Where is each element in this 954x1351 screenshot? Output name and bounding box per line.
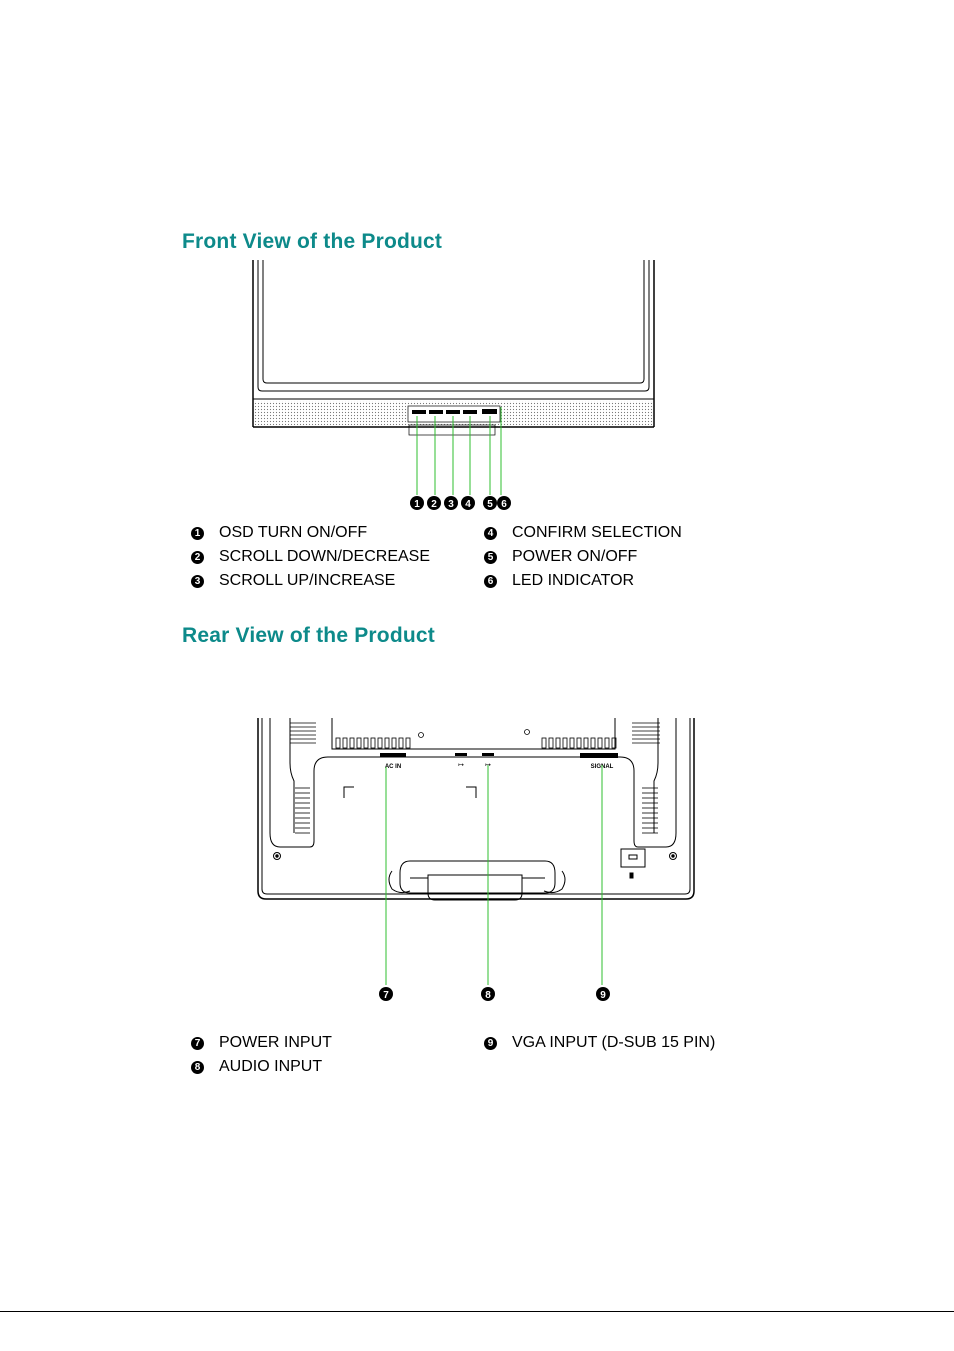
rear-center-slots bbox=[335, 729, 617, 749]
rear-legend-item: 9 VGA INPUT (D-SUB 15 PIN) bbox=[484, 1033, 715, 1053]
svg-text:↦: ↦ bbox=[458, 762, 464, 769]
callout-3: 3 bbox=[444, 496, 458, 510]
stand-hinge bbox=[388, 860, 566, 901]
legend-label: VGA INPUT (D-SUB 15 PIN) bbox=[512, 1034, 716, 1051]
front-legend-item: 1 OSD TURN ON/OFF bbox=[191, 523, 367, 543]
svg-text:2: 2 bbox=[431, 499, 437, 510]
callout-9: 9 bbox=[596, 987, 610, 1001]
front-view-diagram: 1 2 3 4 5 6 bbox=[252, 260, 655, 510]
legend-label: OSD TURN ON/OFF bbox=[219, 524, 368, 541]
svg-text:5: 5 bbox=[487, 499, 493, 510]
svg-text:4: 4 bbox=[465, 499, 471, 510]
callout-1: 1 bbox=[410, 496, 424, 510]
legend-number: 4 bbox=[484, 526, 497, 540]
footer-divider bbox=[0, 1311, 954, 1312]
legend-label: CONFIRM SELECTION bbox=[512, 524, 682, 541]
rear-legend-item: 8 AUDIO INPUT bbox=[191, 1057, 322, 1077]
monitor-rear-outline bbox=[257, 718, 695, 900]
rear-callout-numbers: 7 8 9 bbox=[379, 987, 610, 1001]
legend-label: SCROLL UP/INCREASE bbox=[219, 572, 396, 589]
front-legend-item: 4 CONFIRM SELECTION bbox=[484, 523, 682, 543]
ac-in-label: AC IN bbox=[385, 764, 401, 770]
rear-view-title: Rear View of the Product bbox=[182, 624, 435, 647]
svg-text:7: 7 bbox=[383, 990, 389, 1001]
legend-number: 5 bbox=[484, 550, 497, 564]
rear-legend-item: 7 POWER INPUT bbox=[191, 1033, 332, 1053]
svg-text:9: 9 bbox=[600, 990, 606, 1001]
front-legend-item: 5 POWER ON/OFF bbox=[484, 547, 637, 567]
rear-callout-lines bbox=[385, 765, 603, 985]
monitor-front-outline bbox=[252, 260, 655, 428]
screws bbox=[273, 852, 677, 860]
svg-text:6: 6 bbox=[501, 499, 507, 510]
legend-number: 7 bbox=[191, 1036, 204, 1050]
rear-vents bbox=[290, 722, 660, 834]
legend-label: POWER ON/OFF bbox=[512, 548, 638, 565]
callout-5: 5 bbox=[483, 496, 497, 510]
front-legend-item: 2 SCROLL DOWN/DECREASE bbox=[191, 547, 430, 567]
front-view-title: Front View of the Product bbox=[182, 230, 443, 253]
kensington-lock bbox=[620, 848, 646, 879]
svg-text:1: 1 bbox=[414, 499, 420, 510]
callout-2: 2 bbox=[427, 496, 441, 510]
rear-ports: AC IN ↦ ↦ SIGNAL bbox=[380, 753, 618, 770]
front-legend-item: 3 SCROLL UP/INCREASE bbox=[191, 571, 395, 591]
legend-number: 6 bbox=[484, 574, 497, 588]
svg-text:8: 8 bbox=[485, 990, 491, 1001]
rear-view-diagram: AC IN ↦ ↦ SIGNAL 7 8 9 bbox=[257, 718, 695, 1001]
legend-label: AUDIO INPUT bbox=[219, 1058, 323, 1075]
legend-number: 9 bbox=[484, 1036, 497, 1050]
front-button-panel bbox=[407, 405, 501, 436]
legend-label: LED INDICATOR bbox=[512, 572, 635, 589]
svg-text:3: 3 bbox=[448, 499, 454, 510]
mount-corners bbox=[343, 786, 477, 798]
callout-4: 4 bbox=[461, 496, 475, 510]
legend-number: 3 bbox=[191, 574, 204, 588]
callout-6: 6 bbox=[497, 496, 511, 510]
callout-8: 8 bbox=[481, 987, 495, 1001]
legend-number: 2 bbox=[191, 550, 204, 564]
legend-label: POWER INPUT bbox=[219, 1034, 332, 1051]
legend-label: SCROLL DOWN/DECREASE bbox=[219, 548, 430, 565]
callout-7: 7 bbox=[379, 987, 393, 1001]
front-callout-numbers: 1 2 3 4 5 6 bbox=[410, 496, 511, 510]
legend-number: 8 bbox=[191, 1060, 204, 1074]
front-legend-item: 6 LED INDICATOR bbox=[484, 571, 634, 591]
legend-number: 1 bbox=[191, 526, 204, 540]
front-callout-lines bbox=[416, 407, 502, 495]
